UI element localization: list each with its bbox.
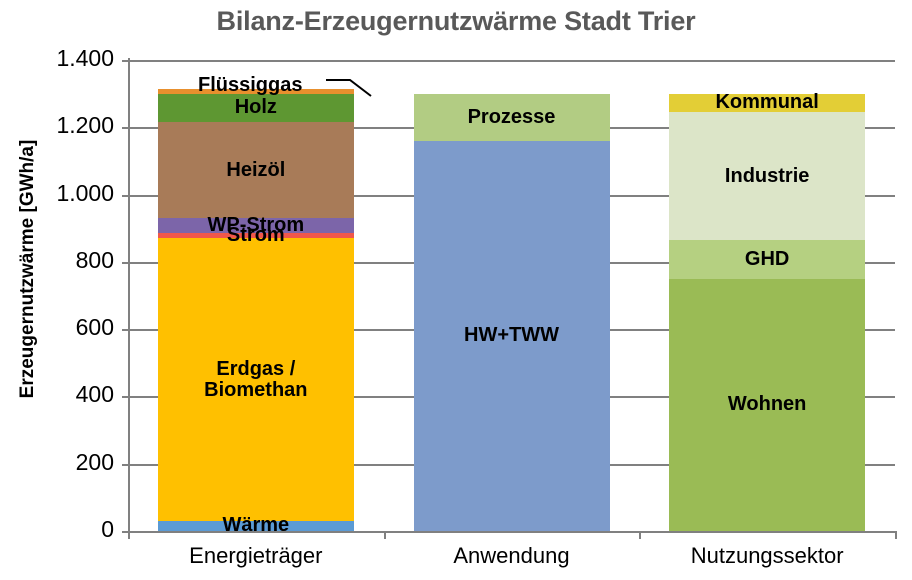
stacked-bar-nutzungssektor[interactable]: Wohnen GHD Industrie Kommunal [669,60,866,531]
bar-segment-label: HW+TWW [464,324,559,347]
bar-segment-kommunal[interactable]: Kommunal [669,91,866,114]
bar-segment-wärme[interactable]: Wärme [157,515,354,536]
bar-segment-label: Industrie [724,164,810,187]
bar-segment-wohnen[interactable]: Wohnen [669,278,866,531]
bar-segment-label: Wohnen [727,393,807,416]
chart-title: Bilanz-Erzeugernutzwärme Stadt Trier [216,6,696,36]
y-axis-tick-label: 800 [75,246,114,273]
bar-segment-label: GHD [744,247,790,270]
bar-segment-label: Heizöl [226,158,286,181]
gridline [128,60,895,62]
x-axis-tick [639,531,642,539]
x-axis-category-label: Anwendung [453,543,570,568]
bar-segment-wp-strom[interactable]: WP-Strom [157,214,354,237]
x-axis-tick [128,531,130,539]
x-axis-category-label: Energieträger [189,543,323,568]
bar-segment-ghd[interactable]: GHD [669,239,866,279]
y-axis-tick-label: 600 [75,314,114,341]
y-axis-tick [122,60,129,62]
bar-segment-label: Prozesse [467,105,556,128]
x-axis-category-label: Nutzungssektor [690,543,844,568]
bar-segment-label: Holz [234,96,277,119]
bar-segment-strom[interactable]: Strom [157,225,354,246]
bar-segment-erdgas-biomethan[interactable]: Erdgas /Biomethan [157,238,354,521]
y-axis-tick-label: 1.400 [56,45,114,71]
x-axis-line [128,531,895,533]
bar-segment-label: Erdgas /Biomethan [204,357,308,401]
y-axis-tick [122,531,129,533]
stacked-bar-anwendung[interactable]: HW+TWW Prozesse [413,60,610,531]
x-axis-tick [895,531,897,539]
bar-segment-holz[interactable]: Holz [157,93,354,123]
bar-segment-heizöl[interactable]: Heizöl [157,122,354,219]
fluessiggas-callout-label: Flüssiggas [198,74,303,96]
y-axis-tick [122,261,129,264]
y-axis-tick [122,127,129,130]
y-axis-tick-label: 1.200 [56,112,114,139]
y-axis-tick-label: 400 [75,381,114,408]
bar-segment-prozesse[interactable]: Prozesse [413,93,610,141]
x-axis-tick [383,531,386,539]
bar-segment-hw-tww[interactable]: HW+TWW [413,140,610,531]
bar-segment-industrie[interactable]: Industrie [669,112,866,240]
bar-segment-label: Kommunal [715,91,819,114]
y-axis-tick [122,463,129,466]
y-axis-tick-label: 0 [101,516,114,542]
y-axis-tick-label: 200 [75,448,114,475]
bar-segment-flüssiggas[interactable] [157,88,354,94]
y-axis-tick [122,194,129,197]
y-axis-tick [122,329,129,332]
y-axis-tick-label: 1.000 [56,179,114,206]
y-axis-tick [122,396,129,399]
bar-segment-label: WP-Strom [207,214,305,237]
y-axis-line [128,58,130,533]
